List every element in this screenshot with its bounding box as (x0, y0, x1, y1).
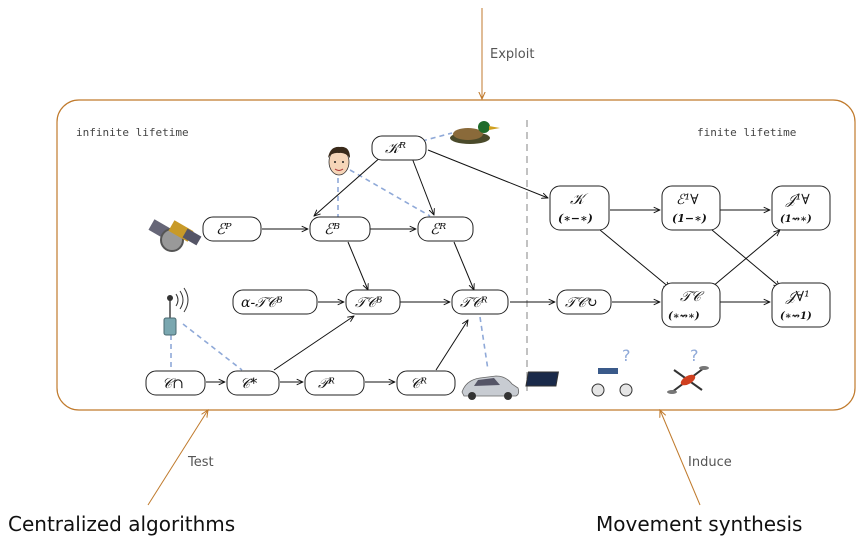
node-TC: 𝒯𝒞 (∗⇝∗) (661, 282, 721, 328)
person-icon (328, 146, 350, 176)
svg-text:(1−∗): (1−∗) (672, 212, 707, 225)
node-Cstar: 𝒞* (226, 370, 280, 396)
node-PR: 𝒫ᴿ (304, 370, 365, 396)
svg-text:(∗⇝1): (∗⇝1) (780, 311, 812, 322)
car-icon (461, 375, 520, 400)
node-TCcirc: 𝒯𝒞↻ (556, 289, 612, 315)
antenna-icon (163, 287, 189, 336)
node-E1A: ℰ¹∀ (1−∗) (661, 185, 721, 231)
lifetime-frame (56, 99, 856, 411)
svg-text:𝒞*: 𝒞* (240, 376, 257, 392)
edge-kR-eR (411, 157, 434, 215)
edge-kR-K (427, 149, 548, 198)
svg-text:𝒞ᴿ: 𝒞ᴿ (410, 376, 427, 392)
node-eP: ℰᴾ (202, 216, 262, 242)
svg-text:𝒞∩: 𝒞∩ (162, 376, 184, 392)
svg-text:𝒯𝒞↻: 𝒯𝒞↻ (565, 295, 598, 311)
svg-text:α-𝒯𝒞ᴮ: α-𝒯𝒞ᴮ (241, 295, 283, 311)
drone-icon: ? (667, 346, 709, 394)
svg-text:ℰᴮ: ℰᴮ (324, 220, 340, 238)
edge-Cstar-TCB (273, 316, 354, 371)
edge-E1A-JA1 (711, 229, 780, 287)
node-K: 𝒦 (∗−∗) (549, 185, 610, 231)
robot-car-question: ? (622, 346, 631, 365)
svg-text:𝒥¹∀: 𝒥¹∀ (785, 192, 810, 208)
svg-text:(1⇝∗): (1⇝∗) (780, 214, 812, 225)
robot-car-icon: ? (525, 346, 633, 397)
svg-text:ℰᴾ: ℰᴾ (216, 220, 232, 238)
duck-icon (450, 121, 500, 144)
edge-eR-TCR (453, 241, 474, 290)
svg-text:𝒯𝒞: 𝒯𝒞 (680, 289, 705, 305)
node-JA1: 𝒥∀¹ (∗⇝1) (771, 282, 831, 328)
svg-text:(∗−∗): (∗−∗) (558, 212, 593, 225)
svg-text:𝒯𝒞ᴮ: 𝒯𝒞ᴮ (355, 295, 383, 311)
node-aTCB: α-𝒯𝒞ᴮ (232, 289, 318, 315)
infinite-lifetime-label: infinite lifetime (76, 126, 189, 139)
svg-text:𝒫ᴿ: 𝒫ᴿ (318, 376, 335, 392)
svg-text:ℰ¹∀: ℰ¹∀ (676, 192, 699, 208)
satellite-icon (148, 219, 202, 252)
node-eB: ℰᴮ (309, 216, 371, 242)
drone-question: ? (690, 346, 699, 365)
finite-lifetime-label: finite lifetime (697, 126, 796, 139)
link-antenna-cstar (182, 323, 243, 371)
edge-K-TC (599, 229, 670, 288)
link-person-eR (349, 169, 431, 217)
node-kR: 𝒦ᴿ (371, 135, 427, 161)
svg-text:𝒦ᴿ: 𝒦ᴿ (385, 139, 406, 157)
test-label: Test (187, 455, 214, 470)
induce-arrow (660, 410, 701, 506)
induce-label: Induce (688, 455, 732, 470)
test-arrow (147, 410, 208, 506)
svg-text:𝒥∀¹: 𝒥∀¹ (785, 289, 810, 305)
node-J1A: 𝒥¹∀ (1⇝∗) (771, 185, 831, 231)
exploit-label: Exploit (490, 47, 534, 62)
edge-CR-TCR (435, 320, 468, 371)
link-duck (421, 132, 453, 142)
movement-synthesis-label: Movement synthesis (596, 512, 802, 536)
node-CR: 𝒞ᴿ (396, 370, 456, 396)
node-eR: ℰᴿ (417, 216, 474, 242)
link-car (479, 316, 489, 371)
node-Ccap: 𝒞∩ (145, 370, 206, 396)
centralized-algorithms-label: Centralized algorithms (8, 512, 235, 536)
node-TCR: 𝒯𝒞ᴿ (451, 289, 509, 315)
svg-text:ℰᴿ: ℰᴿ (430, 220, 446, 238)
svg-text:(∗⇝∗): (∗⇝∗) (668, 311, 700, 322)
svg-text:𝒯𝒞ᴿ: 𝒯𝒞ᴿ (460, 295, 488, 311)
node-TCB: 𝒯𝒞ᴮ (345, 289, 401, 315)
edge-eB-TCB (347, 241, 368, 290)
